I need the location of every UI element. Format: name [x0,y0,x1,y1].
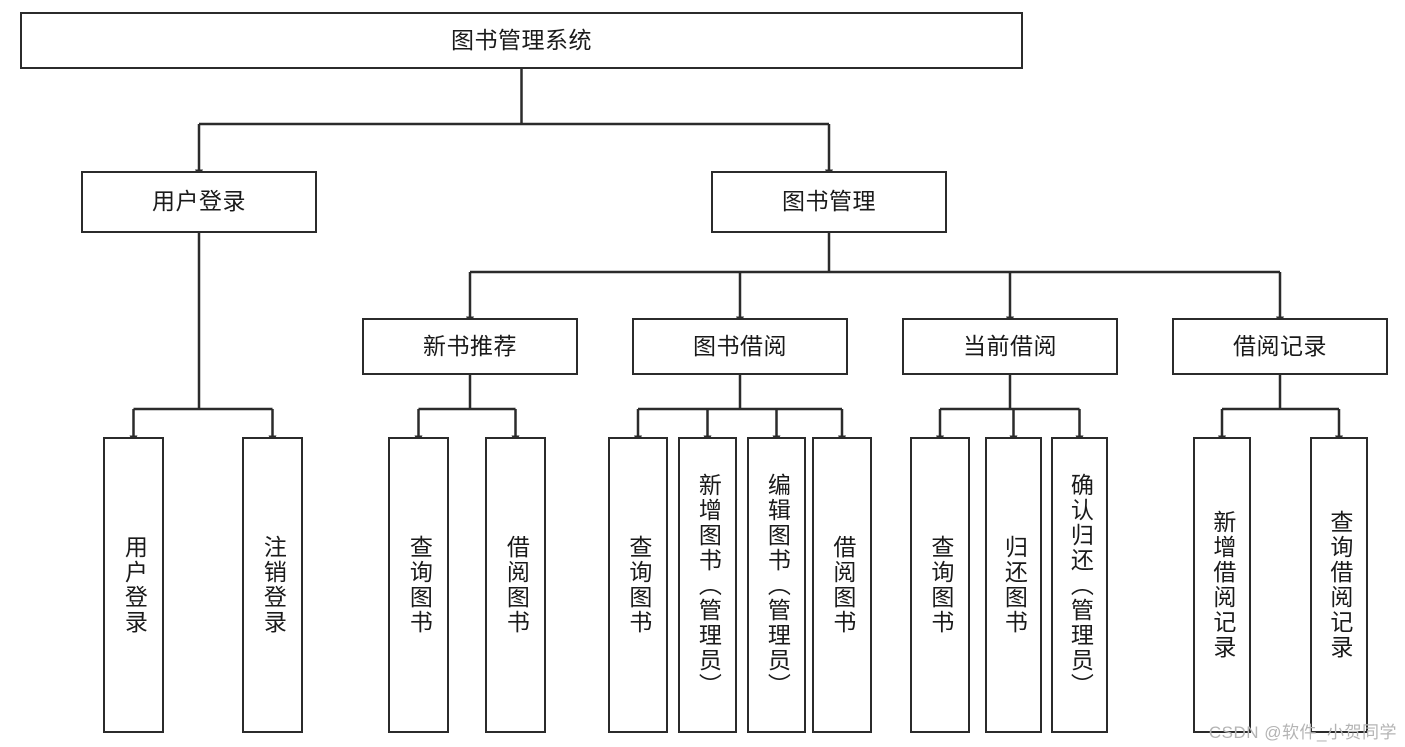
node-label-l3_0: 新书推荐 [423,332,517,359]
node-l2_0[interactable]: 用户登录 [81,171,317,233]
node-leaf_3[interactable]: 借阅图书 [485,437,546,733]
node-label-leaf_7: 借阅图书 [829,535,856,635]
node-l2_1[interactable]: 图书管理 [711,171,947,233]
node-leaf_11[interactable]: 新增借阅记录 [1193,437,1251,733]
node-label-l2_0: 用户登录 [152,188,246,215]
node-label-leaf_12: 查询借阅记录 [1326,510,1353,660]
node-label-leaf_10: 确认归还（管理员） [1067,472,1094,698]
node-label-leaf_4: 查询图书 [625,535,652,635]
node-label-leaf_8: 查询图书 [927,535,954,635]
node-label-leaf_0: 用户登录 [121,535,148,635]
node-leaf_4[interactable]: 查询图书 [608,437,668,733]
node-leaf_12[interactable]: 查询借阅记录 [1310,437,1368,733]
node-label-leaf_6: 编辑图书（管理员） [764,472,791,698]
node-label-root: 图书管理系统 [451,26,592,53]
node-leaf_7[interactable]: 借阅图书 [812,437,872,733]
node-leaf_8[interactable]: 查询图书 [910,437,970,733]
node-l3_1[interactable]: 图书借阅 [632,318,848,375]
node-label-l3_3: 借阅记录 [1233,332,1327,359]
node-root[interactable]: 图书管理系统 [20,12,1023,69]
node-label-leaf_3: 借阅图书 [503,535,530,635]
node-l3_3[interactable]: 借阅记录 [1172,318,1388,375]
node-label-leaf_9: 归还图书 [1001,535,1028,635]
node-label-leaf_2: 查询图书 [406,535,433,635]
node-label-leaf_11: 新增借阅记录 [1209,510,1236,660]
node-label-leaf_1: 注销登录 [260,535,287,635]
node-label-leaf_5: 新增图书（管理员） [695,472,722,698]
node-l3_2[interactable]: 当前借阅 [902,318,1118,375]
node-leaf_9[interactable]: 归还图书 [985,437,1042,733]
node-label-l3_1: 图书借阅 [693,332,787,359]
node-label-l3_2: 当前借阅 [963,332,1057,359]
node-leaf_2[interactable]: 查询图书 [388,437,449,733]
node-leaf_1[interactable]: 注销登录 [242,437,303,733]
node-l3_0[interactable]: 新书推荐 [362,318,578,375]
node-leaf_0[interactable]: 用户登录 [103,437,164,733]
node-leaf_6[interactable]: 编辑图书（管理员） [747,437,806,733]
node-leaf_5[interactable]: 新增图书（管理员） [678,437,737,733]
node-label-l2_1: 图书管理 [782,188,876,215]
node-leaf_10[interactable]: 确认归还（管理员） [1051,437,1108,733]
